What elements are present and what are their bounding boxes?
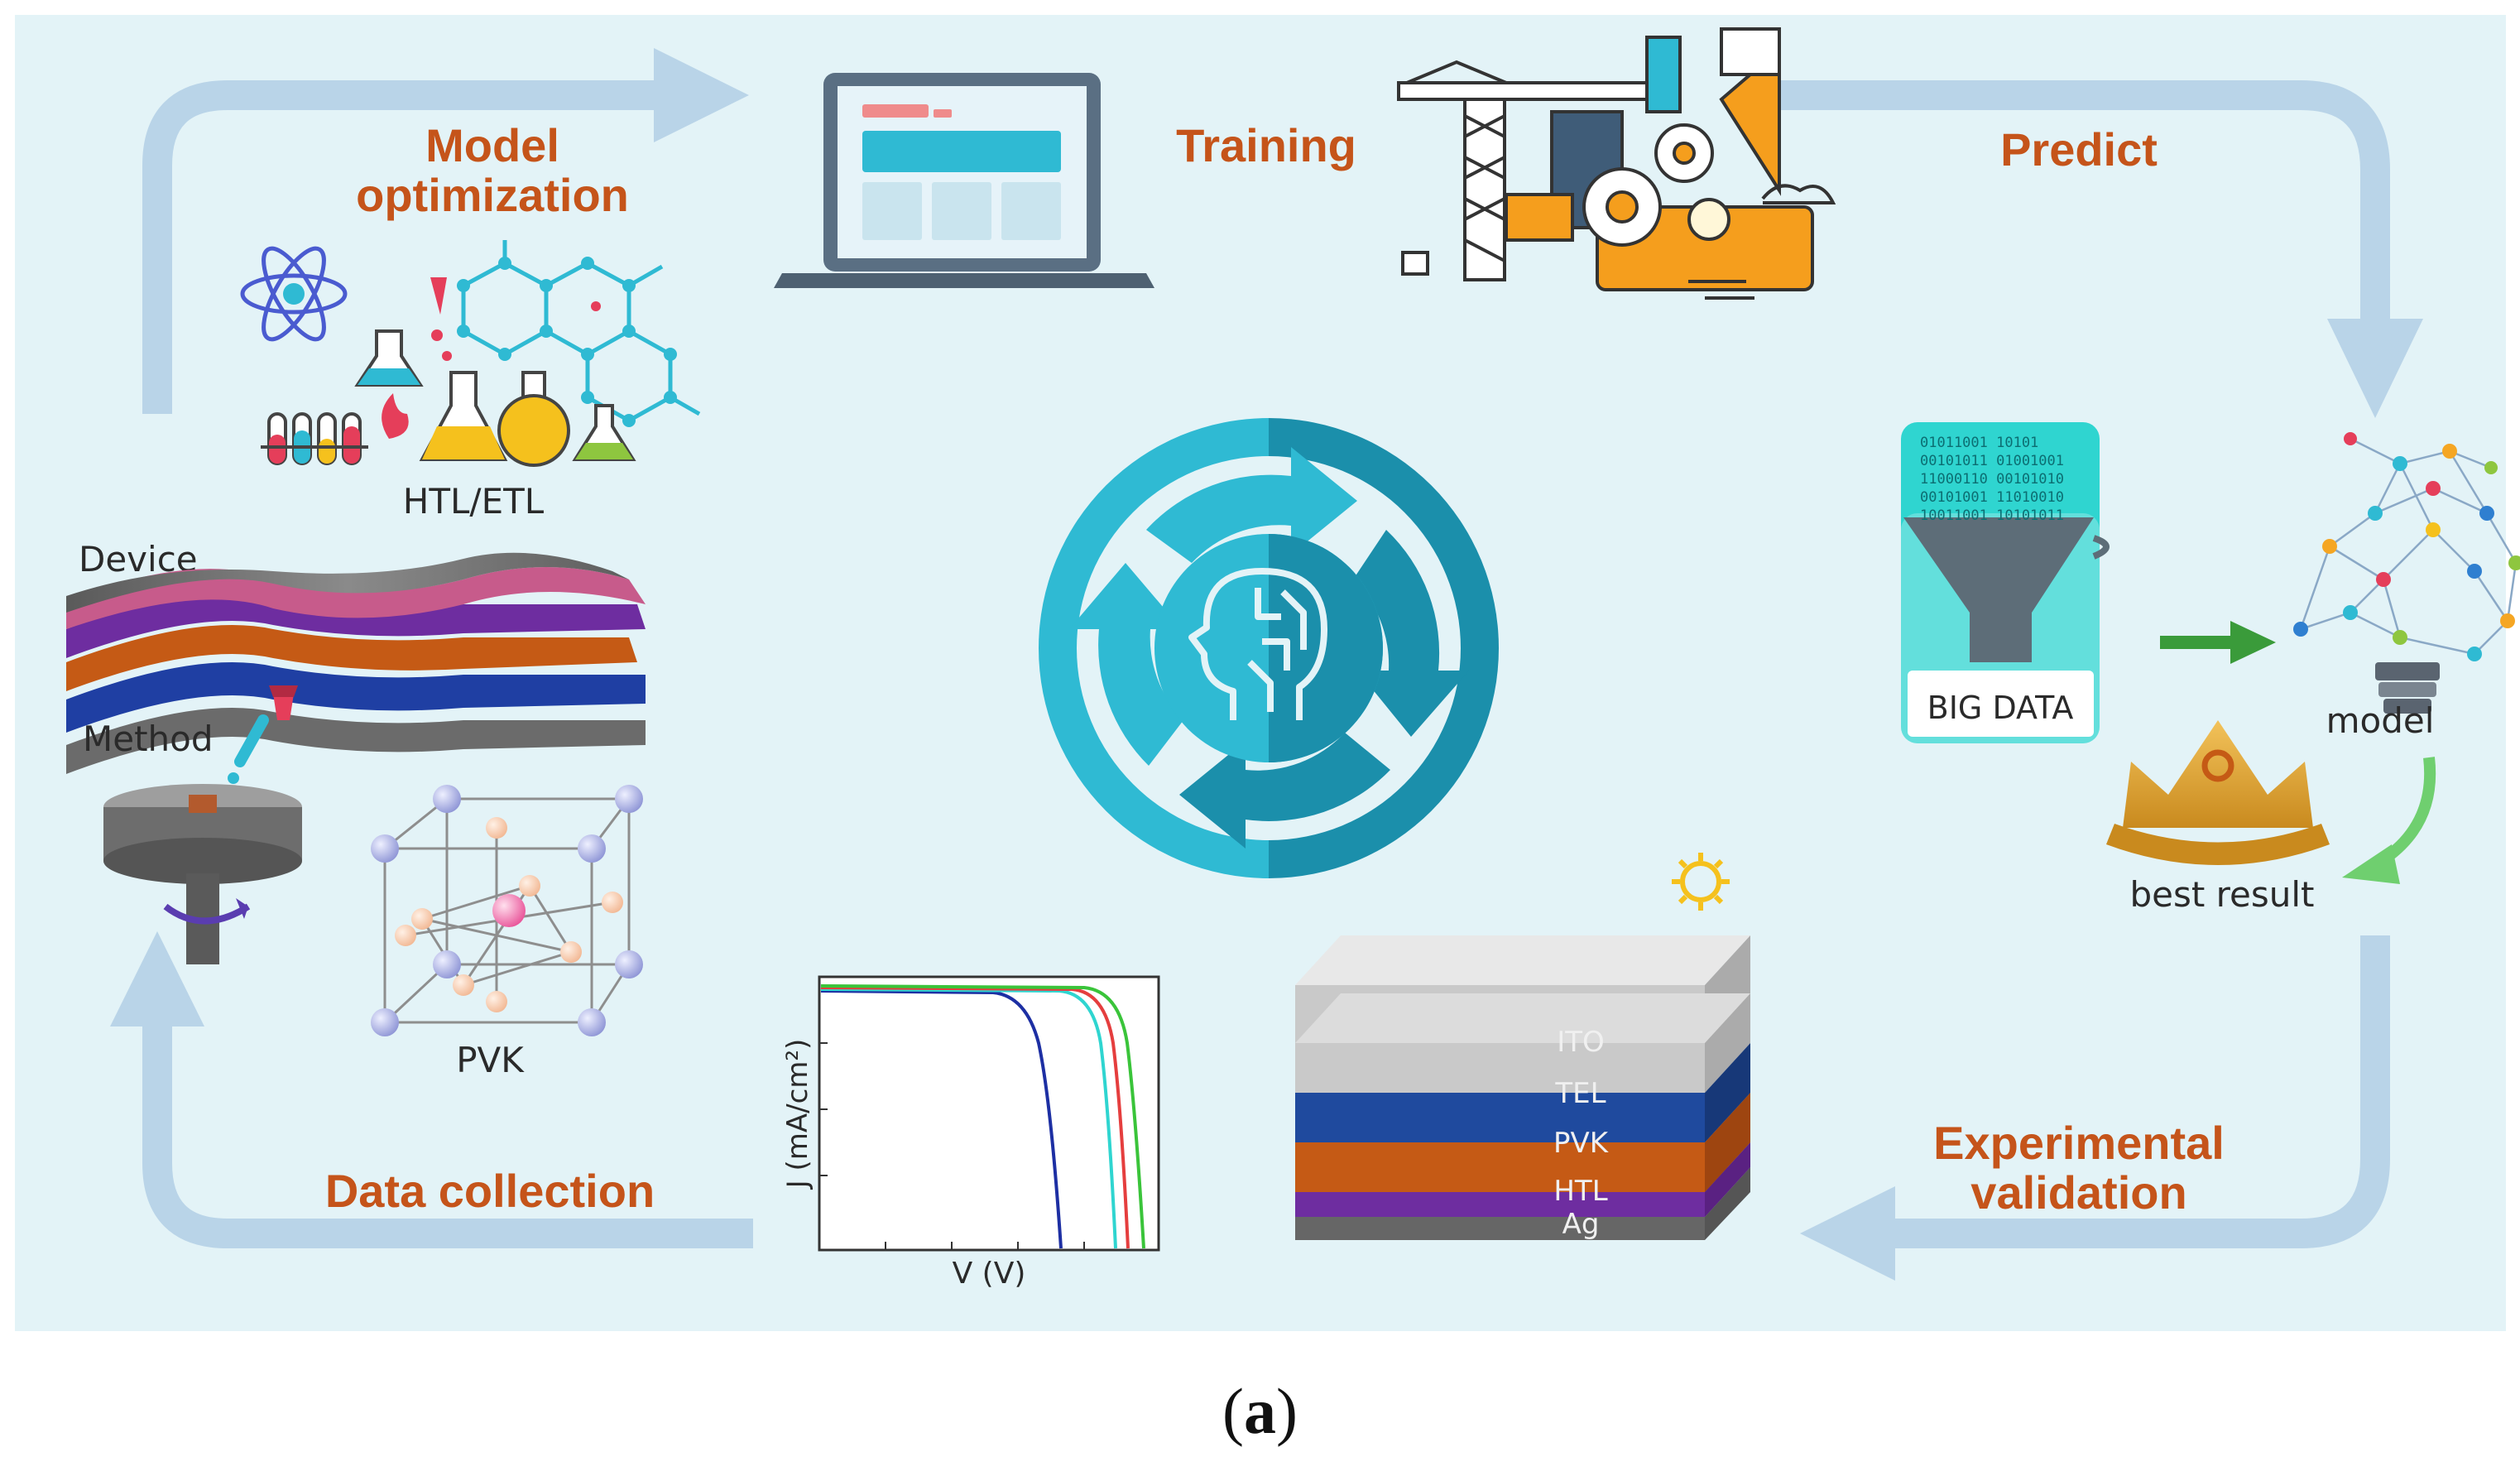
dropper-drops	[430, 277, 601, 361]
layer-label-ito: ITO	[1557, 1026, 1605, 1059]
jv-plot-frame	[818, 975, 1160, 1252]
curved-green-arrow-icon	[2342, 757, 2436, 884]
svg-text:01011001 10101: 01011001 10101	[1920, 435, 2038, 451]
label-best-result: best result	[2129, 874, 2314, 915]
label-method: Method	[83, 719, 214, 759]
layer-label-ag: Ag	[1562, 1208, 1600, 1241]
atom-icon	[240, 246, 348, 342]
svg-text:11000110 00101010: 11000110 00101010	[1920, 471, 2064, 488]
label-training: Training	[1176, 119, 1356, 171]
label-model-optimization-1: Model	[425, 119, 559, 171]
arrow-bottom-right	[1887, 935, 2390, 1248]
label-experimental-validation-1: Experimental	[1933, 1117, 2225, 1169]
arrow-bottom-left	[142, 1018, 753, 1248]
central-ai-cycle-icon	[1039, 418, 1499, 878]
molecule-nodes	[457, 257, 677, 427]
cycle-arrows	[142, 80, 2390, 1248]
device-stack-labels: ITO TEL PVK HTL Ag	[1553, 1026, 1610, 1241]
training-illustration	[1397, 27, 1836, 300]
label-model: model	[2326, 700, 2435, 741]
ai-head-icon	[1188, 568, 1327, 720]
svg-text:00101001 11010010: 00101001 11010010	[1920, 489, 2064, 506]
jv-curve-red	[820, 986, 1130, 1249]
label-predict: Predict	[2000, 123, 2158, 175]
jv-curve-green	[820, 984, 1145, 1249]
jv-plot-ticks	[819, 1042, 1085, 1250]
perovskite-crystal-illustration	[371, 785, 643, 1036]
figure-caption: (a)	[1222, 1375, 1298, 1447]
arrow-top-right	[1767, 80, 2390, 331]
jv-curve-blue	[820, 989, 1063, 1249]
layer-label-tel: TEL	[1554, 1077, 1606, 1110]
crown-icon	[2106, 720, 2330, 865]
arrow-head-right	[654, 48, 749, 142]
jv-ylabel: J (mA/cm²)	[781, 1039, 814, 1190]
chemistry-illustration	[240, 240, 701, 467]
label-data-collection: Data collection	[325, 1165, 655, 1217]
label-pvk: PVK	[456, 1040, 525, 1080]
flexible-device-illustration	[66, 552, 646, 774]
label-experimental-validation-2: validation	[1970, 1166, 2186, 1219]
model-lightbulb-icon	[2293, 432, 2520, 714]
cycle-arrow-heads	[110, 48, 2423, 1281]
arrow-head-left	[1800, 1186, 1895, 1281]
jv-xlabel: V (V)	[953, 1257, 1026, 1291]
laptop-icon	[774, 73, 1154, 288]
cycle-arrows-ring	[1069, 447, 1469, 849]
arrow-head-up	[110, 931, 204, 1026]
svg-text:00101011 01001001: 00101011 01001001	[1920, 453, 2064, 469]
svg-text:10011001 10101011: 10011001 10101011	[1920, 507, 2064, 524]
flasks	[354, 329, 636, 467]
green-arrow-icon	[2160, 621, 2276, 664]
device-stack-illustration	[1295, 935, 1750, 1240]
test-tubes	[261, 412, 368, 465]
label-big-data: BIG DATA	[1927, 690, 2074, 726]
jv-curve-plot	[818, 975, 1160, 1252]
spin-coater-illustration	[103, 685, 302, 964]
jv-curve-cyan	[820, 988, 1117, 1249]
flame-icon	[382, 393, 409, 439]
layer-label-pvk: PVK	[1553, 1127, 1610, 1160]
label-htl-etl: HTL/ETL	[403, 481, 545, 522]
layer-label-htl: HTL	[1553, 1175, 1607, 1208]
big-data-card	[1901, 422, 2110, 743]
arrow-head-down	[2327, 319, 2423, 418]
sun-icon	[1672, 853, 1730, 911]
big-data-code: 01011001 10101 00101011 01001001 1100011…	[1920, 435, 2064, 524]
label-model-optimization-2: optimization	[356, 169, 629, 221]
arrow-top-left	[142, 80, 662, 414]
